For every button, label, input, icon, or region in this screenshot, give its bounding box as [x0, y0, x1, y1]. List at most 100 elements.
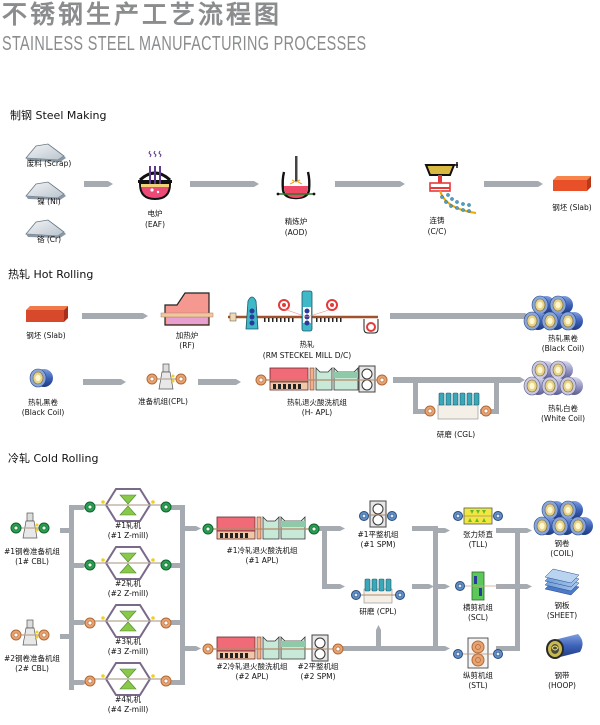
label-scrap: 废料 (Scrap)	[26, 159, 72, 168]
cold-cpl-grinding-icon	[351, 578, 405, 604]
label-white-coil-cn: 热轧白卷	[548, 404, 578, 413]
connector-line	[60, 634, 69, 639]
label-cold-cpl: 研磨 (CPL)	[359, 607, 397, 616]
coil-product-icon	[533, 500, 594, 536]
label-cbl2-cn: #2钢卷准备机组	[3, 654, 61, 663]
arrow-icon	[322, 584, 345, 589]
arrow-icon	[84, 181, 113, 187]
label-mill-cn: 热轧	[299, 340, 315, 349]
label-sheet-en: (SHEET)	[546, 611, 578, 620]
label-tll-en: (TLL)	[468, 540, 488, 549]
sheet-product-icon	[544, 568, 580, 596]
tll-icon	[453, 507, 503, 525]
label-spm2-cn: #2平整机组	[297, 662, 339, 671]
cgl-grinding-line-icon	[424, 392, 492, 420]
section-hot-rolling: 热轧 Hot Rolling	[8, 268, 94, 281]
label-hapl-cn: 热轧退火酸洗机组	[287, 398, 347, 407]
arrow-icon	[69, 505, 88, 510]
label-black-coil-out-en: (Black Coil)	[541, 344, 585, 353]
connector-line	[515, 528, 520, 651]
label-slab: 钢坯 (Slab)	[552, 203, 592, 212]
connector-line	[168, 620, 180, 625]
label-hapl-en: (H- APL)	[301, 408, 333, 417]
cbl2-icon	[10, 619, 50, 646]
arrows-hot-rolling	[82, 313, 530, 414]
label-coil-en: (COIL)	[550, 549, 574, 558]
label-cc-en: (C/C)	[427, 227, 447, 236]
label-cpl: 准备机组(CPL)	[138, 397, 188, 406]
arrow-icon	[82, 313, 148, 319]
arrow-icon	[335, 181, 405, 187]
page-title-en: STAINLESS STEEL MANUFACTURING PROCESSES	[2, 33, 367, 55]
label-apl2-en: (#2 APL)	[235, 672, 269, 681]
section-steel-making: 制钢 Steel Making	[10, 109, 107, 122]
label-sheet-cn: 钢板	[554, 601, 570, 610]
label-cgl: 研磨 (CGL)	[436, 430, 476, 439]
label-zmill-3-en: (#3 Z-mill)	[107, 647, 149, 656]
connector-line	[168, 505, 180, 510]
arrows-steel-making	[84, 181, 543, 187]
arrow-icon	[180, 526, 201, 531]
arrow-icon	[69, 563, 88, 568]
label-zmill-4-en: (#4 Z-mill)	[107, 705, 149, 714]
label-zmill-4-cn: #4轧机	[114, 695, 142, 704]
label-tll-cn: 张力矫直	[463, 530, 493, 539]
label-chromium: 铬 (Cr)	[36, 235, 62, 244]
label-mill-en: (RM STECKEL MILL D/C)	[262, 351, 352, 360]
slab-icon	[553, 176, 591, 191]
label-hot-slab: 钢坯 (Slab)	[26, 331, 66, 340]
label-white-coil-en: (White Coil)	[540, 414, 586, 423]
hot-apl-line-icon	[255, 365, 388, 393]
label-zmill-1-en: (#1 Z-mill)	[107, 531, 149, 540]
black-coil-stack-icon	[523, 295, 584, 331]
scl-icon	[455, 571, 502, 601]
label-spm1-en: (#1 SPM)	[360, 540, 396, 549]
spm1-icon	[359, 500, 397, 528]
arrow-icon	[515, 584, 532, 589]
label-nickel: 镍 (Ni)	[37, 197, 61, 206]
label-stl-cn: 纵剪机组	[463, 671, 493, 680]
section-cold-rolling: 冷轧 Cold Rolling	[8, 452, 99, 465]
label-scl-cn: 横剪机组	[463, 603, 493, 612]
connector-line	[168, 680, 180, 685]
hoop-product-icon	[546, 634, 583, 659]
label-spm1-cn: #1平整机组	[357, 530, 399, 539]
hot-slab-icon	[26, 306, 68, 322]
apl2-icon	[202, 634, 344, 662]
label-black-coil-out-cn: 热轧黑卷	[548, 334, 578, 343]
steckel-mill-icon	[228, 290, 379, 334]
arrow-icon	[433, 528, 450, 533]
arrow-icon	[390, 313, 530, 319]
label-apl1-en: (#1 APL)	[245, 556, 279, 565]
arrow-icon	[433, 584, 450, 589]
arrow-icon	[376, 625, 381, 646]
connector-line	[168, 563, 180, 568]
stl-icon	[453, 637, 503, 669]
black-coil-icon	[29, 368, 54, 388]
connector-line	[412, 526, 436, 531]
reheating-furnace-icon	[160, 292, 214, 326]
label-rf-en: (RF)	[179, 341, 195, 350]
arrow-icon	[83, 379, 126, 385]
label-aod-cn: 精炼炉	[284, 217, 308, 226]
arrow-icon	[69, 620, 88, 625]
connector-line	[496, 646, 516, 651]
arrow-icon	[69, 680, 88, 685]
connector-line	[496, 584, 516, 589]
label-aod-en: (AOD)	[284, 228, 308, 237]
continuous-caster-icon	[424, 162, 477, 214]
label-eaf-cn: 电炉	[147, 209, 163, 218]
label-zmill-3-cn: #3轧机	[114, 637, 142, 646]
arrow-icon	[190, 181, 259, 187]
connector-line	[413, 409, 431, 414]
connector-line	[322, 528, 327, 588]
cpl-prep-line-icon	[146, 363, 187, 390]
zmill-1-icon	[84, 488, 172, 522]
connector-line	[180, 505, 185, 685]
label-cbl1-en: (1# CBL)	[15, 557, 49, 566]
zmill-2-icon	[84, 546, 172, 580]
label-apl1-cn: #1冷轧退火酸洗机组	[226, 546, 298, 555]
arrow-icon	[180, 646, 201, 651]
apl1-icon	[202, 516, 320, 540]
